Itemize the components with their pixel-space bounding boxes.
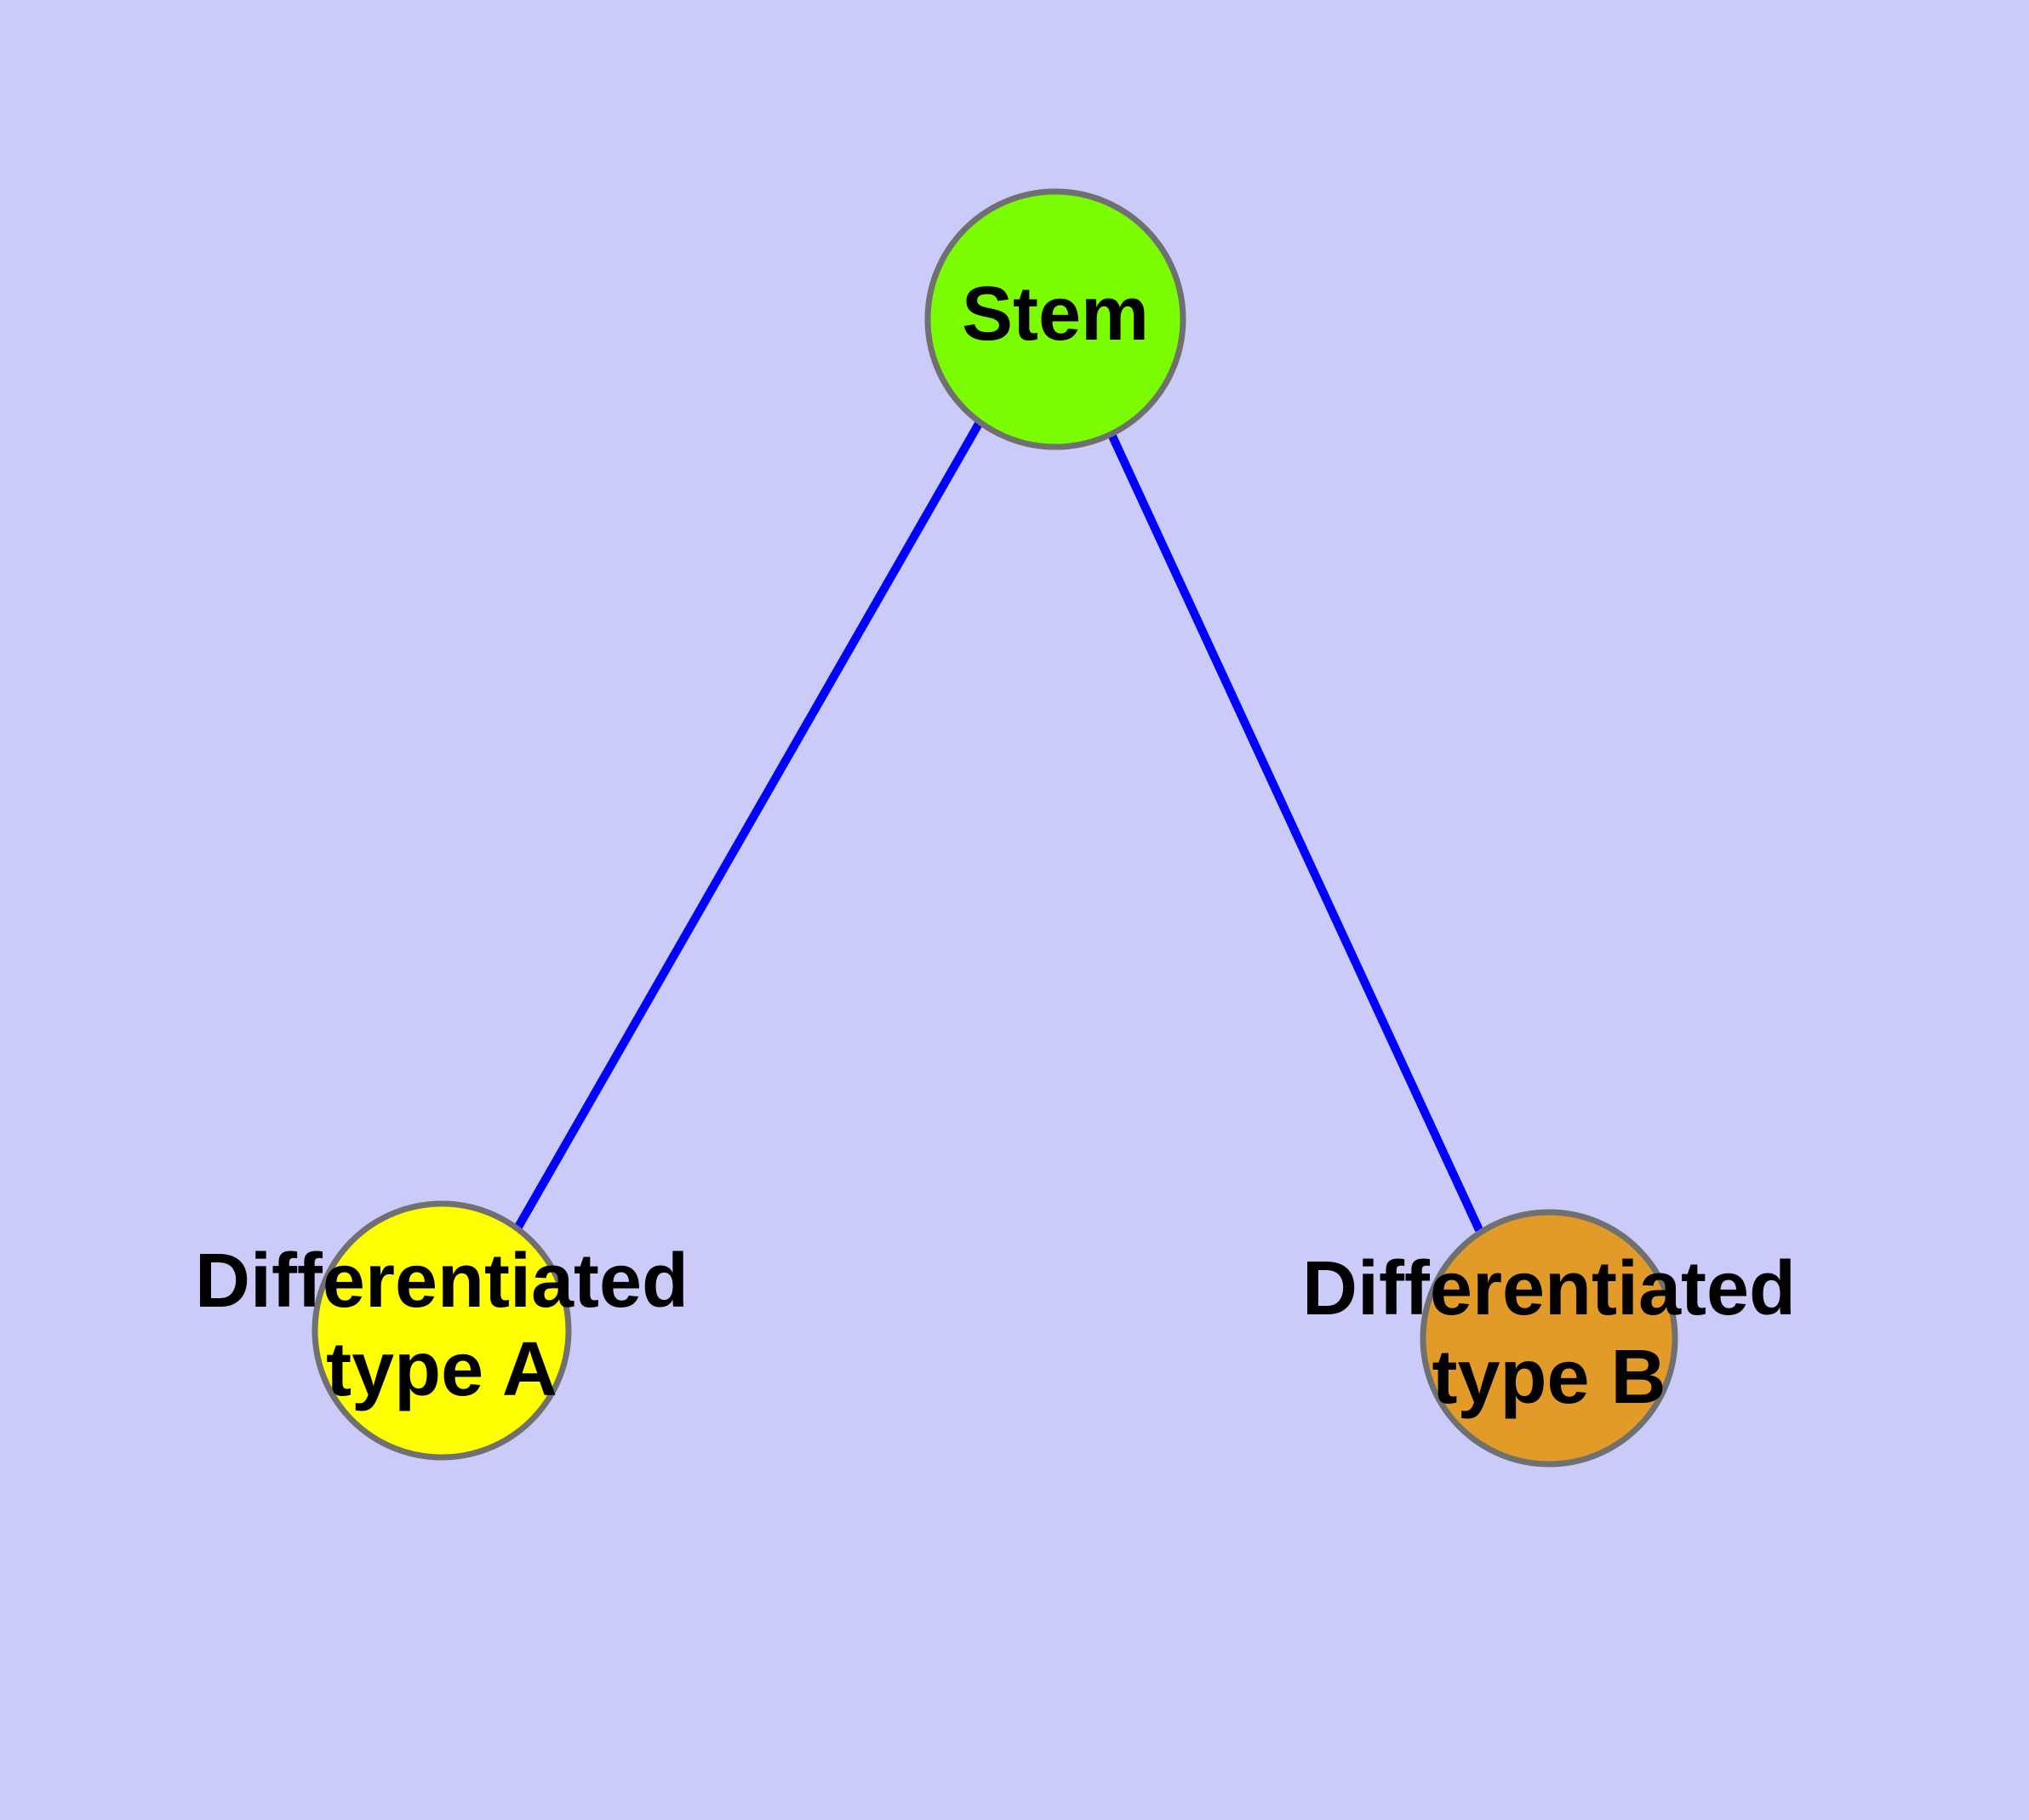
graph-node-diff_a[interactable]: [311, 1200, 572, 1461]
graph-edge-stem-to-diff_a[interactable]: [513, 420, 984, 1231]
graph-edge-stem-to-diff_b[interactable]: [1106, 430, 1483, 1233]
graph-node-label-line: Differentiated: [195, 1239, 689, 1324]
graph-node-diff_b[interactable]: [1420, 1209, 1678, 1468]
graph-node-label-line: type A: [326, 1327, 557, 1412]
graph-node-stem[interactable]: [924, 188, 1186, 450]
graph-node-label-line: type B: [1432, 1335, 1666, 1420]
edge-layer: [513, 420, 1483, 1233]
graph-node-label-line: Stem: [962, 272, 1149, 357]
graph-node-label-stem: Stem: [962, 272, 1149, 357]
node-layer: [311, 188, 1678, 1468]
graph-node-label-line: Differentiated: [1302, 1246, 1796, 1331]
